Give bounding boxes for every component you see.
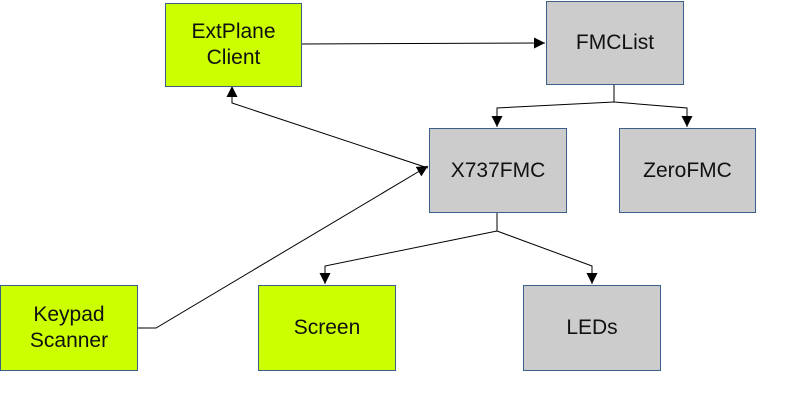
edge-keypad-to-x737fmc [137, 165, 429, 329]
node-zerofmc-label: ZeroFMC [643, 158, 732, 182]
node-extplane-client: ExtPlane Client [165, 3, 302, 87]
node-keypad-scanner: Keypad Scanner [0, 285, 138, 371]
edge-x737fmc-to-screen [319, 230, 498, 284]
node-fmclist: FMCList [546, 1, 684, 85]
node-x737fmc: X737FMC [429, 128, 567, 213]
edge-fmclist-to-x737fmc [491, 101, 615, 127]
edge-extplane-to-fmclist [300, 37, 546, 49]
node-zerofmc: ZeroFMC [619, 128, 756, 213]
node-screen-label: Screen [293, 316, 361, 339]
node-screen: Screen [258, 285, 396, 371]
edge-fmclist-to-zerofmc [613, 101, 693, 127]
node-keypad-scanner-label: Keypad Scanner [29, 303, 109, 352]
node-x737fmc-label: X737FMC [450, 158, 546, 182]
node-leds-label: LEDs [566, 316, 618, 339]
node-extplane-client-label: ExtPlane Client [191, 20, 276, 69]
node-leds: LEDs [523, 285, 661, 371]
edge-x737fmc-to-extplane [226, 86, 429, 169]
edge-x737fmc-to-leds [496, 230, 598, 284]
node-fmclist-label: FMCList [575, 31, 655, 54]
